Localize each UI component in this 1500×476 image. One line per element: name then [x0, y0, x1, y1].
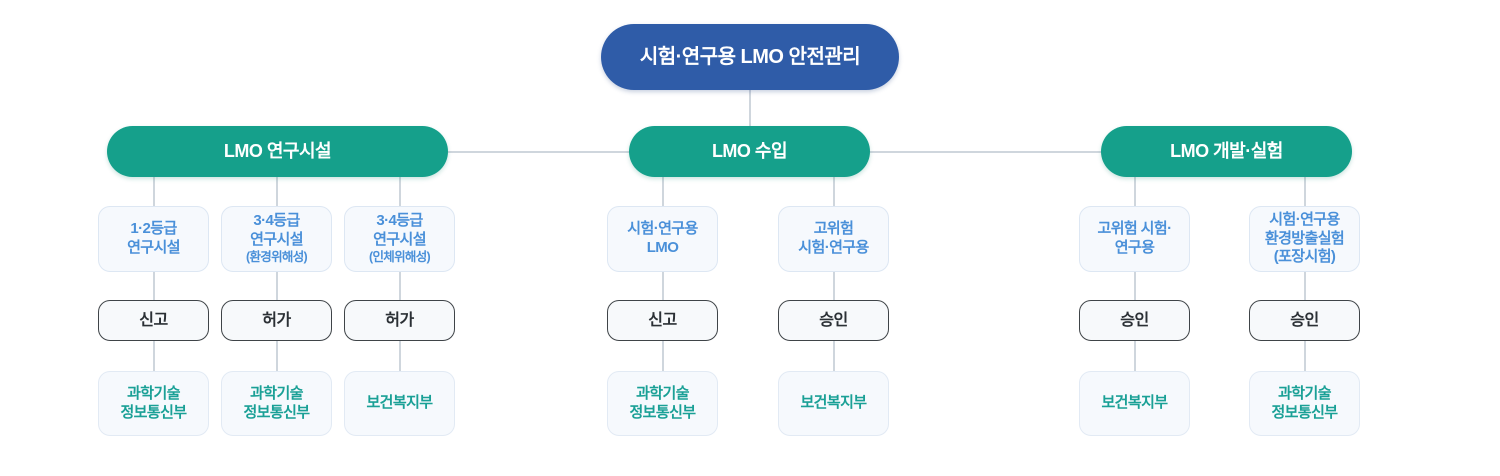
- category-node-lmo-development-experiment[interactable]: LMO 개발·실험: [1101, 126, 1352, 177]
- connector-import-action2-ministry: [833, 341, 835, 371]
- ministry-node-import-2[interactable]: 보건복지부: [778, 371, 889, 436]
- connector-facility-action3-ministry: [399, 341, 401, 371]
- item-node-import-2[interactable]: 고위험 시험·연구용: [778, 206, 889, 272]
- ministry-node-facility-2[interactable]: 과학기술 정보통신부: [221, 371, 332, 436]
- item-node-facility-3[interactable]: 3·4등급 연구시설 (인체위해성): [344, 206, 455, 272]
- action-node-import-1[interactable]: 신고: [607, 300, 718, 341]
- connector-facility-action1-ministry: [153, 341, 155, 371]
- item-node-import-1[interactable]: 시험·연구용 LMO: [607, 206, 718, 272]
- action-node-facility-1[interactable]: 신고: [98, 300, 209, 341]
- item-label-import-2-line1: 고위험: [813, 220, 854, 238]
- item-label-facility-3-line1: 3·4등급: [376, 212, 423, 230]
- action-node-facility-2[interactable]: 허가: [221, 300, 332, 341]
- ministry-label-develop-2-line2: 정보통신부: [1271, 403, 1338, 421]
- connector-facility-action2-ministry: [276, 341, 278, 371]
- ministry-label-import-2-line1: 보건복지부: [800, 394, 867, 412]
- item-node-develop-2[interactable]: 시험·연구용 환경방출실험 (포장시험): [1249, 206, 1360, 272]
- connector-import-item1-action: [662, 272, 664, 300]
- connector-facility-item1-action: [153, 272, 155, 300]
- action-node-import-2[interactable]: 승인: [778, 300, 889, 341]
- connector-develop-item2-action: [1304, 272, 1306, 300]
- connector-import-item-2: [833, 176, 835, 206]
- item-label-facility-3-line2: 연구시설: [373, 231, 426, 249]
- item-label-facility-1-line1: 1·2등급: [130, 220, 177, 238]
- ministry-node-facility-3[interactable]: 보건복지부: [344, 371, 455, 436]
- connector-develop-item1-action: [1134, 272, 1136, 300]
- connector-develop-action2-ministry: [1304, 341, 1306, 371]
- category-node-lmo-import[interactable]: LMO 수입: [629, 126, 870, 177]
- ministry-label-import-1-line1: 과학기술: [636, 384, 689, 402]
- item-label-develop-1-line2: 연구용: [1114, 239, 1155, 256]
- ministry-label-develop-1-line1: 보건복지부: [1101, 394, 1168, 412]
- action-label-import-1: 신고: [648, 311, 677, 329]
- item-label-develop-2-line1: 시험·연구용: [1269, 210, 1340, 228]
- item-node-facility-1[interactable]: 1·2등급 연구시설: [98, 206, 209, 272]
- item-node-develop-1[interactable]: 고위험 시험· 연구용: [1079, 206, 1190, 272]
- item-node-facility-2[interactable]: 3·4등급 연구시설 (환경위해성): [221, 206, 332, 272]
- connector-category-spine-right: [870, 151, 1102, 153]
- ministry-node-develop-1[interactable]: 보건복지부: [1079, 371, 1190, 436]
- ministry-node-facility-1[interactable]: 과학기술 정보통신부: [98, 371, 209, 436]
- connector-develop-action1-ministry: [1134, 341, 1136, 371]
- item-label-import-2-line2: 시험·연구용: [798, 239, 869, 256]
- action-label-import-2: 승인: [819, 311, 848, 329]
- ministry-label-facility-2-line2: 정보통신부: [243, 403, 310, 421]
- item-label-develop-1-line1: 고위험 시험·: [1097, 220, 1173, 238]
- connector-import-item-1: [662, 176, 664, 206]
- connector-root-to-import: [749, 90, 751, 126]
- category-label-import: LMO 수입: [711, 141, 788, 162]
- ministry-label-facility-3-line1: 보건복지부: [366, 394, 433, 412]
- category-label-facility: LMO 연구시설: [223, 141, 332, 162]
- connector-facility-item-3: [399, 176, 401, 206]
- item-label-develop-2-line3: (포장시험): [1273, 248, 1336, 266]
- category-node-lmo-research-facility[interactable]: LMO 연구시설: [107, 126, 448, 177]
- item-label-facility-1-line2: 연구시설: [127, 239, 180, 256]
- action-label-facility-1: 신고: [139, 311, 168, 329]
- connector-facility-item-2: [276, 176, 278, 206]
- ministry-label-import-1-line2: 정보통신부: [629, 403, 696, 421]
- action-node-facility-3[interactable]: 허가: [344, 300, 455, 341]
- ministry-node-import-1[interactable]: 과학기술 정보통신부: [607, 371, 718, 436]
- connector-develop-item-2: [1304, 176, 1306, 206]
- item-label-facility-3-line3: (인체위해성): [369, 249, 431, 264]
- action-node-develop-2[interactable]: 승인: [1249, 300, 1360, 341]
- action-label-develop-1: 승인: [1120, 311, 1149, 329]
- action-label-facility-2: 허가: [262, 311, 291, 329]
- item-label-facility-2-line2: 연구시설: [250, 231, 303, 249]
- item-label-facility-2-line3: (환경위해성): [246, 249, 308, 264]
- connector-category-spine-left: [448, 151, 630, 153]
- ministry-label-facility-1-line1: 과학기술: [127, 384, 180, 402]
- connector-facility-item2-action: [276, 272, 278, 300]
- item-label-import-1-line1: 시험·연구용: [627, 220, 698, 238]
- ministry-label-facility-2-line1: 과학기술: [250, 384, 303, 402]
- item-label-develop-2-line2: 환경방출실험: [1264, 229, 1345, 247]
- item-label-facility-2-line1: 3·4등급: [253, 212, 300, 230]
- action-node-develop-1[interactable]: 승인: [1079, 300, 1190, 341]
- ministry-node-develop-2[interactable]: 과학기술 정보통신부: [1249, 371, 1360, 436]
- connector-develop-item-1: [1134, 176, 1136, 206]
- connector-import-item2-action: [833, 272, 835, 300]
- connector-facility-item3-action: [399, 272, 401, 300]
- root-node-lmo-safety-management[interactable]: 시험·연구용 LMO 안전관리: [601, 24, 899, 90]
- action-label-facility-3: 허가: [385, 311, 414, 329]
- ministry-label-develop-2-line1: 과학기술: [1278, 384, 1331, 402]
- connector-facility-item-1: [153, 176, 155, 206]
- root-node-label: 시험·연구용 LMO 안전관리: [639, 45, 861, 68]
- item-label-import-1-line2: LMO: [646, 239, 679, 256]
- connector-import-action1-ministry: [662, 341, 664, 371]
- ministry-label-facility-1-line2: 정보통신부: [120, 403, 187, 421]
- action-label-develop-2: 승인: [1290, 311, 1319, 329]
- category-label-develop: LMO 개발·실험: [1170, 141, 1283, 162]
